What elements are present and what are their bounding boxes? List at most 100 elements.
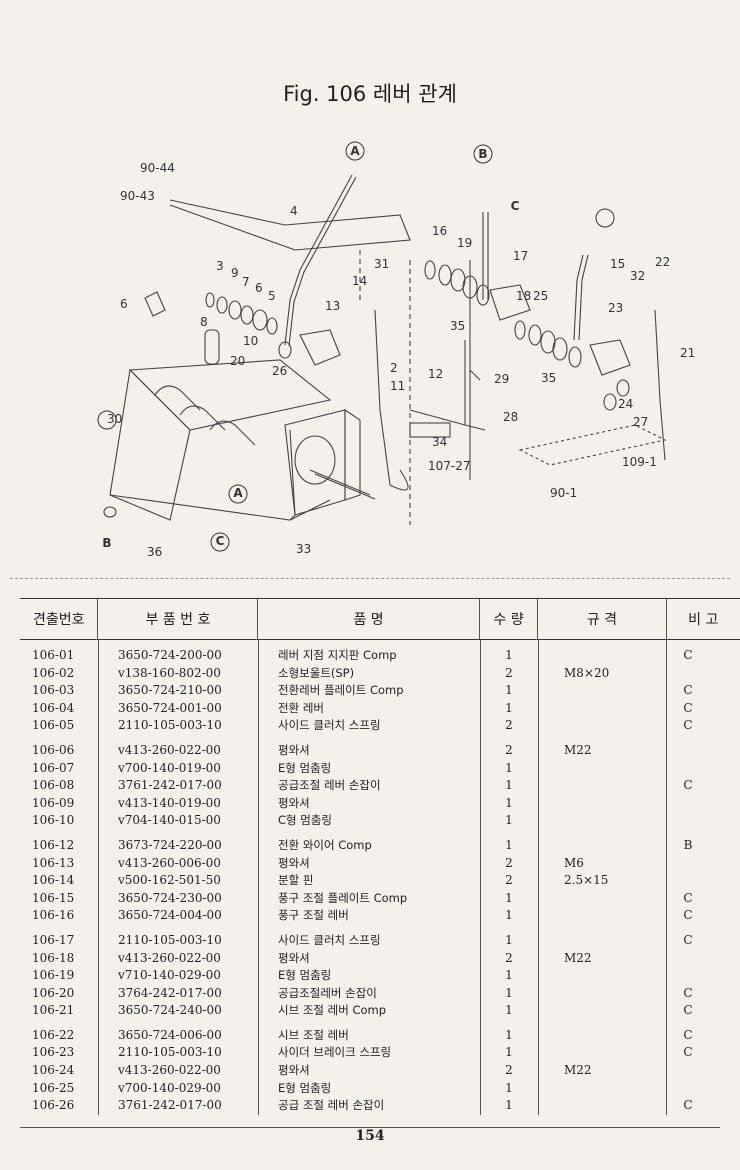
diagram-label: 20 [230, 354, 245, 368]
cell-spec [538, 795, 666, 813]
cell-qty: 2 [505, 742, 513, 757]
group-gap [20, 1020, 740, 1027]
header-name: 품 명 [258, 599, 480, 639]
figure-title: Fig. 106 레버 관계 [283, 82, 457, 106]
cell-name: 풍구 조절 플레이트 Comp [278, 890, 408, 905]
diagram-label: 29 [494, 372, 509, 386]
cell-spec [538, 967, 666, 985]
diagram-label: 3 [216, 259, 224, 273]
cell-name: 전환 와이어 Comp [278, 837, 372, 852]
diagram-label: 6 [120, 297, 128, 311]
diagram-label: 32 [630, 269, 645, 283]
cell-no: 106-25 [32, 1080, 75, 1095]
cell-qty: 1 [505, 1080, 513, 1095]
cell-name: 분할 핀 [278, 873, 314, 888]
cell-spec: M8×20 [564, 665, 610, 680]
cell-part: v413-260-006-00 [118, 855, 221, 870]
group-gap [20, 640, 740, 647]
cell-no: 106-18 [32, 950, 75, 965]
cell-qty: 1 [505, 700, 513, 715]
cell-part: v413-260-022-00 [118, 950, 221, 965]
cell-part: 3650-724-210-00 [118, 683, 222, 698]
cell-name: 공급조절 레버 손잡이 [278, 778, 381, 793]
diagram-label: 35 [541, 371, 556, 385]
cell-name: 평와셔 [278, 950, 310, 965]
cell-no: 106-12 [32, 837, 75, 852]
cell-spec: M22 [564, 1063, 592, 1078]
diagram-label: 23 [608, 301, 623, 315]
table-row: 106-25 v700-140-029-00 E형 멈춤링 1 [20, 1080, 740, 1098]
cell-spec [538, 985, 666, 1003]
cell-qty: 1 [505, 1098, 513, 1113]
cell-no: 106-21 [32, 1003, 75, 1018]
cell-spec [538, 1044, 666, 1062]
diagram-label: 9 [231, 266, 239, 280]
cell-part: v413-260-022-00 [118, 742, 221, 757]
cell-name: 전환레버 플레이트 Comp [278, 683, 404, 698]
cell-part: v704-140-015-00 [118, 813, 221, 828]
cell-note: C [683, 890, 693, 905]
cell-note: C [683, 648, 693, 662]
cell-name: 사이더 브레이크 스프링 [278, 1045, 392, 1060]
cell-qty: 1 [505, 932, 513, 947]
cell-note: C [683, 1098, 693, 1113]
cell-qty: 1 [505, 778, 513, 793]
cell-name: 평와셔 [278, 742, 310, 757]
cell-note: C [683, 1045, 693, 1060]
cell-note [666, 855, 740, 873]
diagram-label: C [216, 534, 225, 548]
cell-name: E형 멈춤링 [278, 760, 332, 775]
diagram-label: 18 [516, 289, 531, 303]
cell-note [666, 950, 740, 968]
cell-name: 사이드 클러치 스프링 [278, 932, 381, 947]
cell-note [666, 1062, 740, 1080]
cell-spec [538, 717, 666, 735]
cell-qty: 1 [505, 683, 513, 698]
cell-spec [538, 647, 666, 665]
cell-note [666, 665, 740, 683]
cell-no: 106-08 [32, 778, 75, 793]
diagram-label: 16 [432, 224, 447, 238]
cell-no: 106-20 [32, 985, 75, 1000]
cell-part: 3650-724-006-00 [118, 1027, 222, 1042]
diagram-label: 24 [618, 397, 633, 411]
cell-qty: 2 [505, 950, 513, 965]
cell-qty: 1 [505, 1045, 513, 1060]
cell-name: E형 멈춤링 [278, 1080, 332, 1095]
cell-qty: 1 [505, 890, 513, 905]
cell-note: C [683, 908, 693, 923]
cell-name: 공급 조절 레버 손잡이 [278, 1098, 385, 1113]
cell-qty: 2 [505, 855, 513, 870]
cell-note [666, 795, 740, 813]
cell-part: 3673-724-220-00 [118, 837, 222, 852]
diagram-label: 12 [428, 367, 443, 381]
cell-spec: M22 [564, 742, 592, 757]
cell-no: 106-04 [32, 700, 75, 715]
diagram-label: 10 [243, 334, 258, 348]
cell-no: 106-16 [32, 908, 75, 923]
cell-note: C [683, 1027, 693, 1042]
cell-qty: 1 [505, 908, 513, 923]
group-gap [20, 925, 740, 932]
cell-qty: 1 [505, 795, 513, 810]
cell-no: 106-01 [32, 648, 75, 662]
cell-part: v700-140-029-00 [118, 1080, 221, 1095]
cell-name: 시브 조절 레버 Comp [278, 1003, 387, 1018]
cell-spec [538, 1097, 666, 1115]
cell-name: 평와셔 [278, 855, 310, 870]
cell-no: 106-17 [32, 932, 75, 947]
diagram-label: 34 [432, 435, 447, 449]
diagram-label: 11 [390, 379, 405, 393]
